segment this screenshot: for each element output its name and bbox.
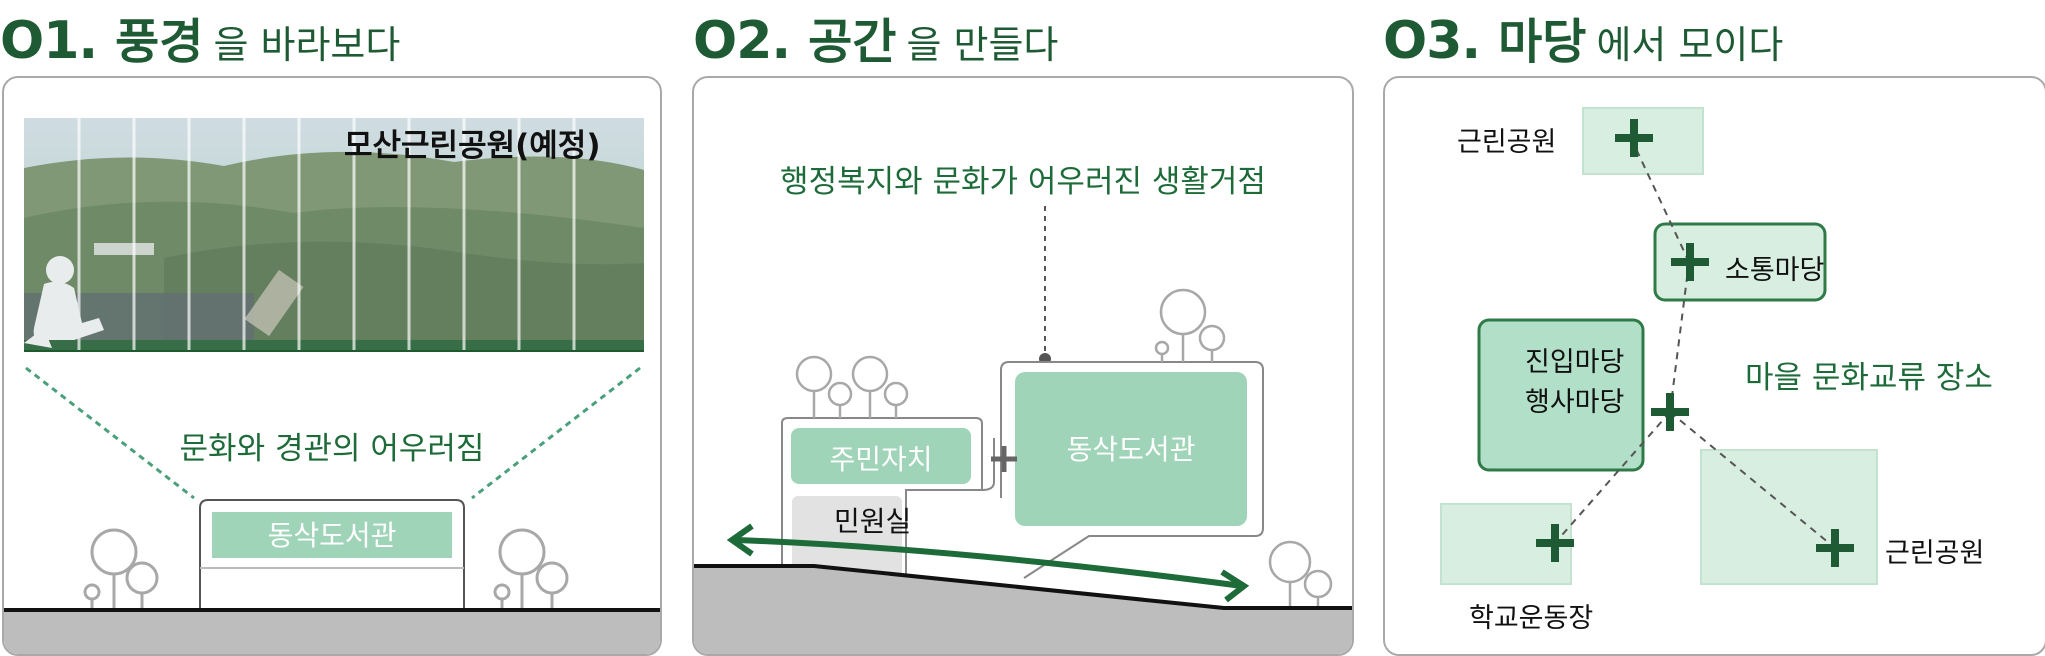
panel-yard: 근린공원 소통마당 진입마당 행사마당 마을 문화교류 장소 학교운동장 근린공… (1383, 76, 2045, 656)
ground-slope (694, 566, 1352, 654)
ground (4, 610, 660, 654)
section3-keyword: 마당 (1498, 14, 1587, 70)
park-bottom-box (1700, 449, 1878, 585)
village-culture-label: 마을 문화교류 장소 (1745, 360, 1993, 396)
library-box (1015, 372, 1247, 526)
section1-number: O1. (0, 11, 98, 71)
section3-subtitle: 에서 모이다 (1596, 23, 1784, 67)
section3-heading: O3. 마당 에서 모이다 (1383, 2, 1784, 71)
comm-yard-label: 소통마당 (1725, 255, 1825, 286)
roof-trees-right (1154, 288, 1226, 362)
photo-label: 모산근린공원(예정) (344, 128, 601, 164)
trees-right (493, 528, 569, 608)
park-bottom-label: 근린공원 (1885, 538, 1985, 569)
plus-icon (991, 446, 1017, 472)
school-ground-label: 학교운동장 (1469, 603, 1594, 634)
space-illustration (694, 206, 1352, 654)
landscape-caption: 문화와 경관의 어우러짐 (179, 431, 485, 467)
entry-yard-box (1477, 318, 1645, 472)
section1-heading: O1. 풍경 을 바라보다 (0, 2, 401, 71)
library-label: 동삭도서관 (1066, 433, 1196, 466)
section2-subtitle: 을 만들다 (906, 23, 1059, 67)
yard-diagram (1440, 107, 1878, 585)
view-line-right (471, 366, 641, 500)
civil-label: 민원실 (834, 505, 912, 538)
section1-subtitle: 을 바라보다 (213, 23, 401, 67)
circulation-arrow (726, 523, 1250, 603)
resident-label: 주민자치 (829, 443, 933, 476)
yard-connections (1554, 137, 1836, 549)
comm-yard-box (1653, 222, 1827, 302)
person-silhouette (24, 256, 104, 348)
park-top-label: 근린공원 (1457, 127, 1557, 158)
trees-left (83, 528, 159, 608)
space-caption: 행정복지와 문화가 어우러진 생활거점 (780, 164, 1266, 200)
library-building (199, 499, 465, 608)
roof-trees-left (795, 355, 909, 418)
yard-plus-icons (1536, 119, 1854, 567)
panel-space: 행정복지와 문화가 어우러진 생활거점 주민자치 민원실 동삭도서관 (692, 76, 1354, 656)
entry-yard-label: 진입마당 (1525, 347, 1625, 378)
panel-landscape: 모산근린공원(예정) 문화와 경관의 어우러짐 동삭도서관 (2, 76, 662, 656)
section2-heading: O2. 공간 을 만들다 (693, 2, 1059, 71)
section1-keyword: 풍경 (115, 14, 204, 70)
section3-number: O3. (1383, 11, 1481, 71)
section2-keyword: 공간 (808, 14, 897, 70)
ground-trees (1268, 540, 1333, 608)
section2-number: O2. (693, 11, 791, 71)
building-label: 동삭도서관 (267, 519, 397, 552)
view-line-left (25, 366, 195, 500)
resident-box (791, 428, 971, 484)
event-yard-label: 행사마당 (1525, 387, 1625, 418)
aerial-photo (24, 118, 644, 352)
landscape-illustration (4, 118, 660, 654)
